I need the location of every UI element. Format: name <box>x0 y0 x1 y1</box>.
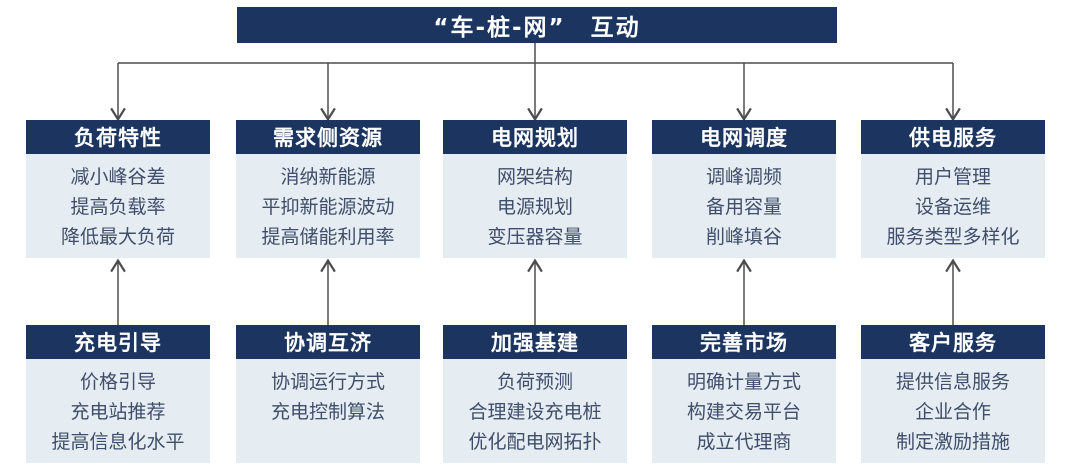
bottom-box: 充电引导 价格引导充电站推荐提高信息化水平 <box>26 325 210 463</box>
bottom-box-title: 加强基建 <box>443 325 627 359</box>
bottom-box: 协调互济 协调运行方式充电控制算法 <box>236 325 420 463</box>
box-item: 减小峰谷差 <box>70 166 166 188</box>
middle-box-title: 电网规划 <box>443 120 627 154</box>
middle-box-body: 消纳新能源平抑新能源波动提高储能利用率 <box>236 154 420 258</box>
middle-box-title: 需求侧资源 <box>236 120 420 154</box>
middle-box-body: 调峰调频备用容量削峰填谷 <box>652 154 836 258</box>
box-item: 调峰调频 <box>705 166 782 188</box>
box-item: 服务类型多样化 <box>886 226 1020 248</box>
box-item: 用户管理 <box>914 166 991 188</box>
bottom-box-body: 明确计量方式构建交易平台成立代理商 <box>652 359 836 463</box>
box-item: 优化配电网拓扑 <box>468 431 602 453</box>
box-item: 提供信息服务 <box>895 371 1010 393</box>
box-item: 提高信息化水平 <box>51 431 185 453</box>
box-item: 负荷预测 <box>496 371 573 393</box>
middle-box: 供电服务 用户管理设备运维服务类型多样化 <box>861 120 1045 258</box>
box-item: 备用容量 <box>705 196 782 218</box>
bottom-box: 客户服务 提供信息服务企业合作制定激励措施 <box>861 325 1045 463</box>
box-item: 网架结构 <box>496 166 573 188</box>
box-item: 提高负载率 <box>70 196 166 218</box>
middle-box: 需求侧资源 消纳新能源平抑新能源波动提高储能利用率 <box>236 120 420 258</box>
middle-box-title: 电网调度 <box>652 120 836 154</box>
bottom-box-body: 负荷预测合理建设充电桩优化配电网拓扑 <box>443 359 627 463</box>
box-item: 充电控制算法 <box>270 401 385 423</box>
bottom-box-title: 充电引导 <box>26 325 210 359</box>
diagram-title: “车-桩-网” 互动 <box>237 7 837 43</box>
middle-box-body: 减小峰谷差提高负载率降低最大负荷 <box>26 154 210 258</box>
box-item: 提高储能利用率 <box>261 226 395 248</box>
box-item: 价格引导 <box>79 371 156 393</box>
box-item: 合理建设充电桩 <box>468 401 602 423</box>
box-item: 构建交易平台 <box>686 401 801 423</box>
box-item: 充电站推荐 <box>70 401 166 423</box>
box-item: 明确计量方式 <box>686 371 801 393</box>
middle-box-body: 用户管理设备运维服务类型多样化 <box>861 154 1045 258</box>
box-item: 电源规划 <box>496 196 573 218</box>
box-item: 平抑新能源波动 <box>261 196 395 218</box>
box-item: 削峰填谷 <box>705 226 782 248</box>
middle-box-title: 供电服务 <box>861 120 1045 154</box>
bottom-box-body: 协调运行方式充电控制算法 <box>236 359 420 463</box>
bottom-box-title: 完善市场 <box>652 325 836 359</box>
box-item: 设备运维 <box>914 196 991 218</box>
middle-box: 电网规划 网架结构电源规划变压器容量 <box>443 120 627 258</box>
bottom-box: 加强基建 负荷预测合理建设充电桩优化配电网拓扑 <box>443 325 627 463</box>
middle-box: 负荷特性 减小峰谷差提高负载率降低最大负荷 <box>26 120 210 258</box>
box-item: 降低最大负荷 <box>60 226 175 248</box>
middle-box-title: 负荷特性 <box>26 120 210 154</box>
bottom-box-title: 客户服务 <box>861 325 1045 359</box>
box-item: 变压器容量 <box>487 226 583 248</box>
box-item: 制定激励措施 <box>895 431 1010 453</box>
box-item: 协调运行方式 <box>270 371 385 393</box>
bottom-box-body: 价格引导充电站推荐提高信息化水平 <box>26 359 210 463</box>
middle-box: 电网调度 调峰调频备用容量削峰填谷 <box>652 120 836 258</box>
bottom-box-title: 协调互济 <box>236 325 420 359</box>
bottom-box-body: 提供信息服务企业合作制定激励措施 <box>861 359 1045 463</box>
box-item: 企业合作 <box>914 401 991 423</box>
box-item: 成立代理商 <box>696 431 792 453</box>
box-item: 消纳新能源 <box>280 166 376 188</box>
middle-box-body: 网架结构电源规划变压器容量 <box>443 154 627 258</box>
bottom-box: 完善市场 明确计量方式构建交易平台成立代理商 <box>652 325 836 463</box>
